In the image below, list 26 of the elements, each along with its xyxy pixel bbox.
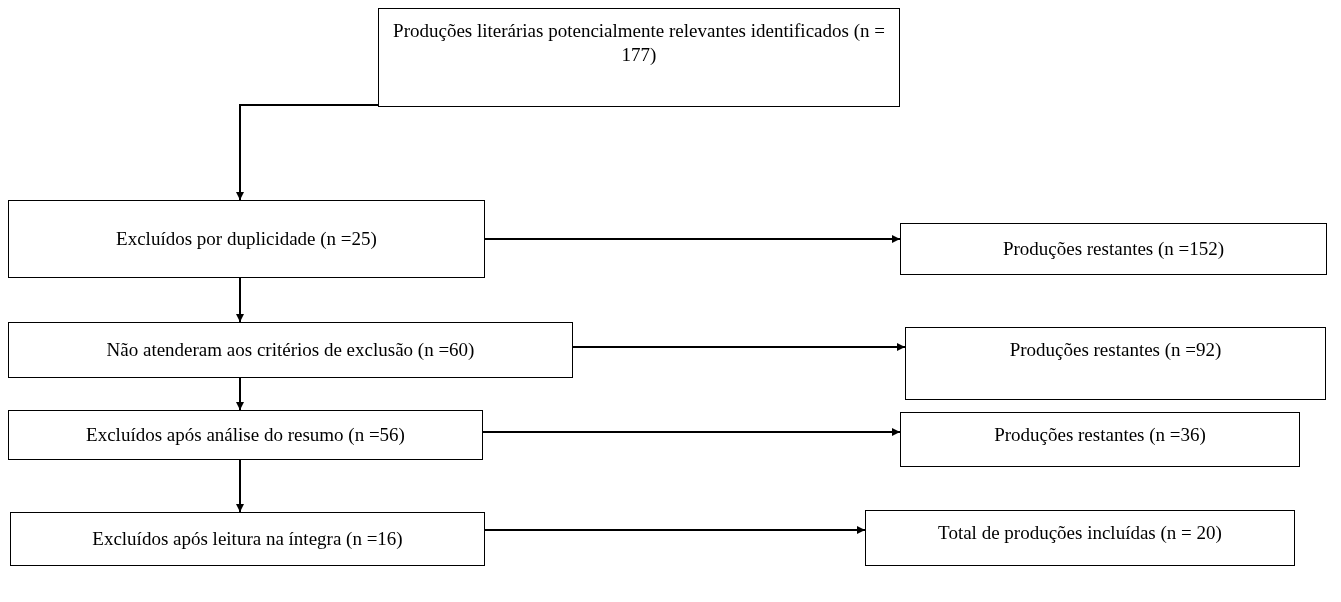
process-box xyxy=(8,200,485,278)
arrow xyxy=(482,428,901,436)
box-text: Produções restantes (n =92) xyxy=(1009,338,1222,362)
process-box xyxy=(10,512,485,566)
box-text: Produções literárias potencialmente relevantes identificados (n = 177) xyxy=(392,19,886,67)
process-box xyxy=(900,412,1300,467)
process-box xyxy=(8,410,483,460)
process-box xyxy=(900,223,1327,275)
arrow xyxy=(484,526,866,534)
arrow xyxy=(484,235,901,243)
arrow xyxy=(236,377,244,411)
box-text: Excluídos após análise do resumo (n =56) xyxy=(86,423,405,447)
process-box xyxy=(905,327,1326,400)
box-text: Produções restantes (n =152) xyxy=(1002,237,1225,261)
box-text: Total de produções incluídas (n = 20) xyxy=(938,521,1222,545)
process-box xyxy=(8,322,573,378)
arrow xyxy=(236,277,244,323)
arrow xyxy=(572,343,906,351)
arrow xyxy=(236,459,244,513)
box-text: Excluídos após leitura na íntegra (n =16) xyxy=(92,527,403,551)
process-box xyxy=(865,510,1295,566)
box-text: Produções restantes (n =36) xyxy=(994,423,1206,447)
box-text: Não atenderam aos critérios de exclusão (n =60) xyxy=(106,338,475,362)
process-box xyxy=(378,8,900,107)
arrow xyxy=(236,104,379,201)
box-text: Excluídos por duplicidade (n =25) xyxy=(116,227,377,251)
